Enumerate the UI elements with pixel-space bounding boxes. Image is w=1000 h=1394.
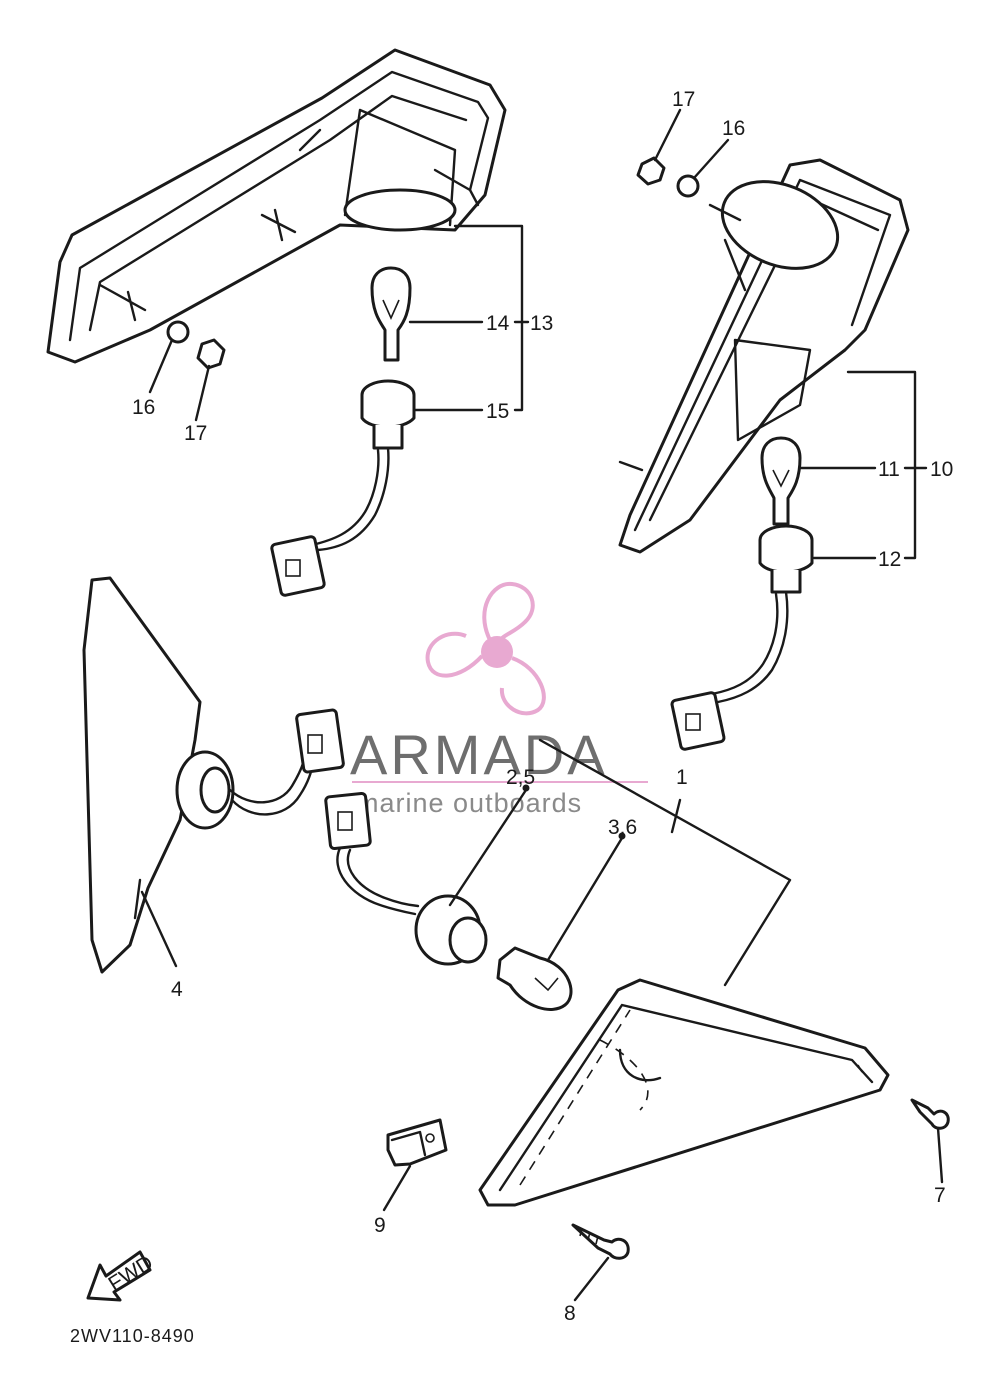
callout-8: 8 — [564, 1302, 576, 1325]
callout-16-left: 16 — [132, 396, 155, 419]
lens-1 — [478, 978, 890, 1207]
bulb-14 — [370, 266, 412, 362]
socket-2-5 — [324, 791, 488, 966]
nut-clip-9 — [386, 1118, 448, 1167]
screw-8 — [571, 1223, 630, 1260]
socket-12 — [670, 524, 814, 751]
callout-12: 12 — [878, 548, 901, 571]
callout-13: 13 — [530, 312, 553, 335]
flasher-lens-housing-right — [618, 158, 910, 554]
grommet-16-left — [166, 320, 190, 344]
callout-17-right: 17 — [672, 88, 695, 111]
nut-17-left — [196, 338, 226, 370]
watermark-brand: ARMADA — [350, 723, 608, 786]
rear-flasher-body-4 — [82, 576, 345, 974]
callout-16-right: 16 — [722, 117, 745, 140]
callout-7: 7 — [934, 1184, 946, 1207]
watermark-propeller-logo — [425, 581, 546, 716]
nut-17-right — [636, 156, 666, 186]
watermark-tagline: marine outboards — [356, 788, 582, 818]
front-direction-arrow — [86, 1250, 152, 1302]
callout-17-left: 17 — [184, 422, 207, 445]
callout-dot-3-6 — [618, 832, 626, 840]
flasher-lens-housing-left — [46, 48, 507, 364]
socket-15 — [270, 379, 416, 597]
diagram-code: 2WV110-8490 — [70, 1326, 195, 1346]
bulb-11 — [760, 436, 802, 526]
grommet-16-right — [676, 174, 700, 198]
callout-9: 9 — [374, 1214, 386, 1237]
callout-15: 15 — [486, 400, 509, 423]
callout-2-5: 2,5 — [506, 766, 535, 789]
callout-14: 14 — [486, 312, 510, 335]
callout-3-6: 3,6 — [608, 816, 637, 839]
callout-11: 11 — [878, 458, 900, 481]
callout-dot-2-5 — [522, 784, 530, 792]
screw-7 — [910, 1098, 950, 1130]
callout-4: 4 — [171, 978, 183, 1001]
callout-10: 10 — [930, 458, 953, 481]
callout-1: 1 — [676, 766, 688, 789]
bulb-3-6 — [496, 946, 573, 1011]
